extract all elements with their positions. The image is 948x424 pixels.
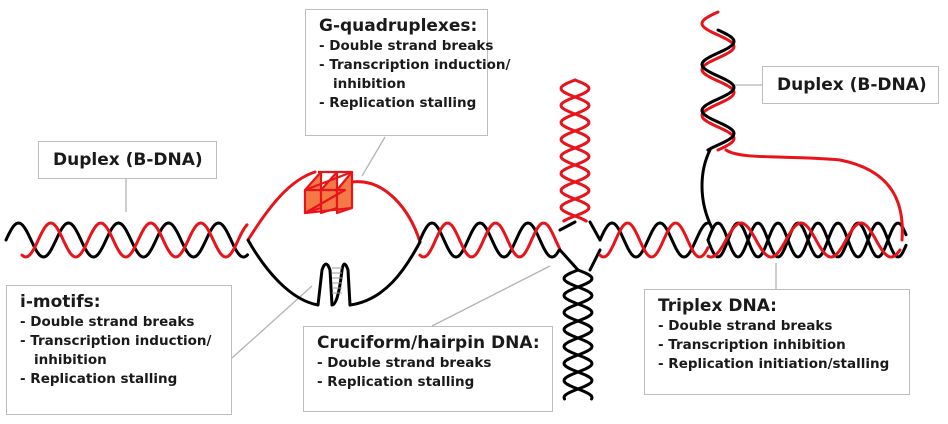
label-item: - Double strand breaks	[658, 318, 833, 334]
strand-cruciform-up-a	[559, 78, 591, 223]
label-cruciform: Cruciform/hairpin DNA: - Double strand b…	[303, 326, 553, 412]
strand-cruciform-up-b	[559, 78, 591, 223]
strand-triplex-link-black	[700, 148, 714, 230]
strand-left-duplex-red	[20, 221, 249, 259]
strand-cruciform-junction	[558, 220, 602, 272]
connector-lines	[125, 84, 777, 359]
g-quadruplex-glyph	[303, 170, 354, 215]
strand-triplex-link-red	[724, 148, 904, 242]
label-title: Cruciform/hairpin DNA:	[317, 333, 540, 353]
strand-triplex-black-1	[706, 221, 908, 259]
label-item: - Double strand breaks	[317, 355, 492, 371]
label-item: - Replication stalling	[319, 95, 477, 111]
strand-upper-duplex-black	[700, 28, 736, 152]
connector-cruciform	[431, 265, 551, 327]
strand-cruciform-down-b	[562, 268, 594, 401]
label-item: - Replication initiation/stalling	[658, 356, 890, 372]
strand-left-duplex-black	[4, 221, 249, 259]
label-item: inhibition	[34, 352, 107, 368]
strand-triplex-red	[706, 221, 902, 259]
i-motif-glyph	[332, 267, 342, 294]
label-item: - Double strand breaks	[20, 314, 195, 330]
strand-cruciform-down-a	[562, 268, 594, 401]
strand-right-duplex-black	[598, 221, 710, 259]
strand-bubble-black	[246, 238, 422, 307]
label-title: i-motifs:	[20, 292, 101, 312]
label-item: - Double strand breaks	[319, 38, 494, 54]
label-g-quadruplexes: G-quadruplexes: - Double strand breaks -…	[305, 9, 511, 136]
label-title: Duplex (B-DNA)	[53, 150, 203, 170]
label-triplex: Triplex DNA: - Double strand breaks - Tr…	[644, 289, 910, 395]
label-title: G-quadruplexes:	[319, 16, 478, 36]
strand-triplex-black-2	[706, 221, 908, 259]
strand-bubble-red	[246, 170, 422, 244]
label-i-motifs: i-motifs: - Double strand breaks - Trans…	[6, 285, 232, 415]
label-item: - Replication stalling	[317, 374, 475, 390]
label-item: - Transcription inhibition	[658, 337, 846, 353]
label-item: inhibition	[333, 76, 406, 92]
connector-g-quadruplex	[361, 136, 386, 177]
label-item: - Replication stalling	[20, 371, 178, 387]
quadruplex-loops	[303, 170, 354, 215]
strand-right-duplex-red	[598, 221, 710, 259]
label-item: - Transcription induction/	[319, 57, 511, 73]
label-duplex-right: Duplex (B-DNA)	[762, 66, 939, 104]
label-title: Triplex DNA:	[658, 296, 777, 316]
strand-upper-duplex-red	[700, 10, 736, 152]
label-duplex-left: Duplex (B-DNA)	[38, 141, 217, 179]
dna-strands	[4, 10, 908, 401]
label-title: Duplex (B-DNA)	[777, 75, 927, 95]
strand-middle-duplex-red	[418, 221, 561, 259]
label-item: - Transcription induction/	[20, 333, 212, 349]
quadruplex-plane-1	[303, 170, 323, 215]
